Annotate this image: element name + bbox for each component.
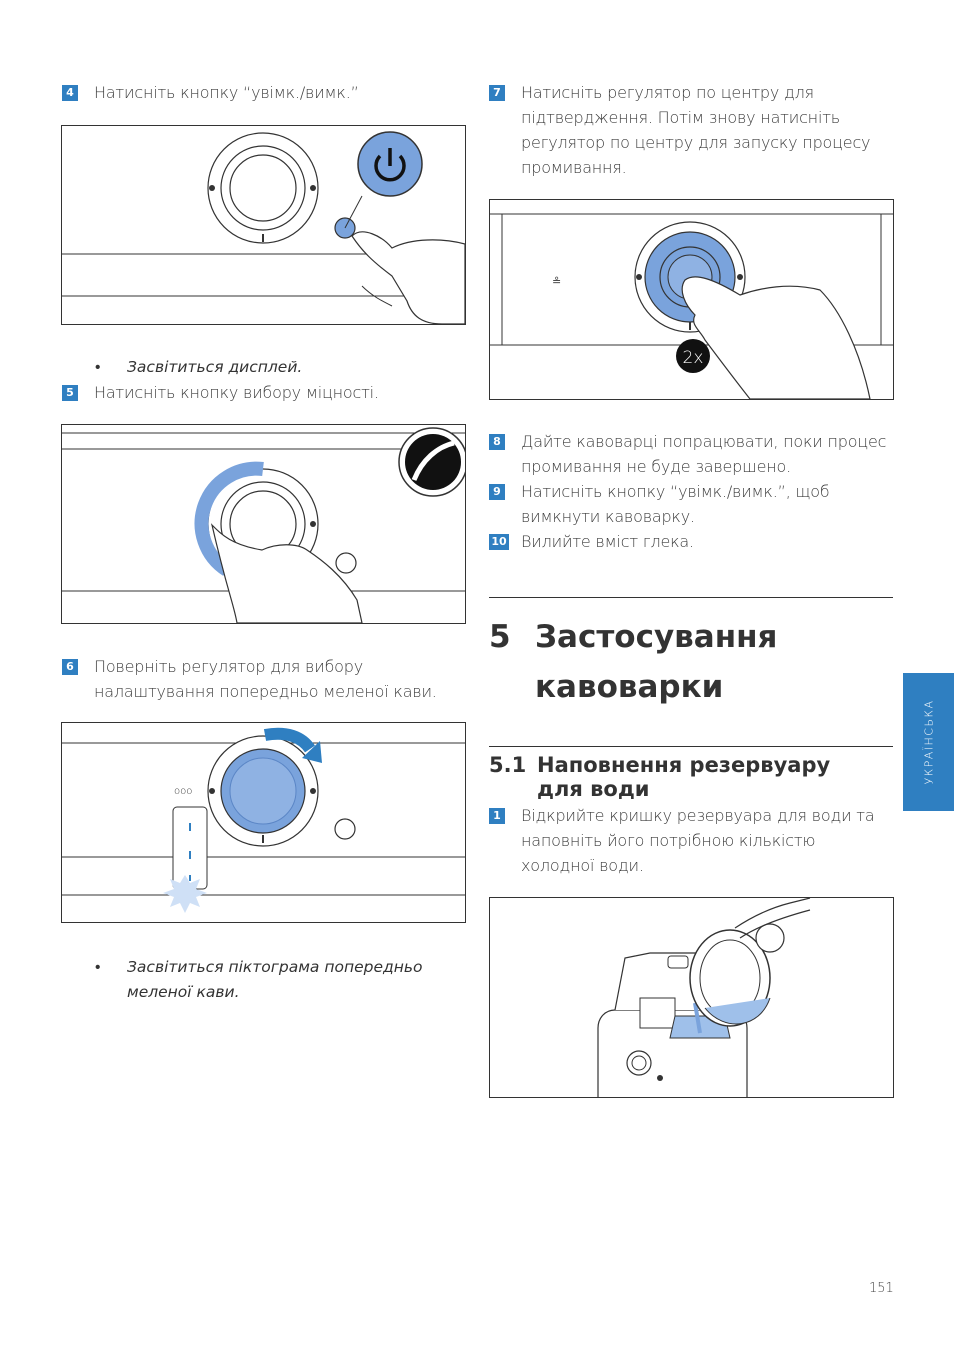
section-title-line1: Наповнення резервуару xyxy=(537,753,831,777)
step-text: Поверніть регулятор для вибору налаштува… xyxy=(94,657,437,701)
step-text: Вилийте вміст глека. xyxy=(521,532,694,551)
illustration-press-center: ≗ 2x xyxy=(489,199,894,400)
language-side-tab: УКРАЇНСЬКА xyxy=(903,673,954,811)
step-1: 1 Відкрийте кришку резервуара для води т… xyxy=(489,803,889,878)
illustration-power-button xyxy=(61,125,466,325)
section-number: 5.1 xyxy=(489,753,527,777)
chapter-title-line2: кавоварки xyxy=(535,669,724,705)
page-number: 151 xyxy=(869,1281,894,1296)
step-number: 7 xyxy=(489,85,505,101)
svg-text:ooo: ooo xyxy=(174,786,192,797)
step-number: 8 xyxy=(489,434,505,450)
chapter-divider xyxy=(489,597,893,598)
step-9: 9 Натисніть кнопку “увімк./вимк.”, щоб в… xyxy=(489,479,899,529)
section-heading: 5.1 Наповнення резервуару для води xyxy=(489,753,909,801)
step-text: Дайте кавоварці попрацювати, поки процес… xyxy=(521,432,887,476)
step-7: 7 Натисніть регулятор по центру для підт… xyxy=(489,80,899,180)
step-text: Натисніть кнопку вибору міцності. xyxy=(94,383,379,402)
section-title-line2: для води xyxy=(537,777,650,801)
step-number: 6 xyxy=(62,659,78,675)
bullet-display-lights: • Засвітиться дисплей. xyxy=(95,355,455,380)
step-number: 9 xyxy=(489,484,505,500)
step-text: Відкрийте кришку резервуара для води та … xyxy=(521,806,875,875)
step-text: Натисніть кнопку “увімк./вимк.”, щоб вим… xyxy=(521,482,830,526)
illustration-fill-water-tank xyxy=(489,897,894,1098)
chapter-title-line1: Застосування xyxy=(535,619,778,655)
bullet-ground-coffee-icon: • Засвітиться піктограма попередньо меле… xyxy=(95,955,455,1005)
svg-text:≗: ≗ xyxy=(552,275,561,288)
step-text: Натисніть кнопку “увімк./вимк.” xyxy=(94,83,359,102)
language-label: УКРАЇНСЬКА xyxy=(922,699,935,785)
badge-2x: 2x xyxy=(683,348,704,368)
step-8: 8 Дайте кавоварці попрацювати, поки проц… xyxy=(489,429,909,479)
step-number: 5 xyxy=(62,385,78,401)
illustration-rotate-dial: ooo xyxy=(61,722,466,923)
step-6: 6 Поверніть регулятор для вибору налашту… xyxy=(62,654,462,704)
step-5: 5 Натисніть кнопку вибору міцності. xyxy=(62,380,462,405)
chapter-heading: 5 Застосування кавоварки xyxy=(489,612,909,712)
step-number: 1 xyxy=(489,808,505,824)
step-10: 10 Вилийте вміст глека. xyxy=(489,529,899,554)
step-number: 10 xyxy=(489,534,509,550)
step-text: Натисніть регулятор по центру для підтве… xyxy=(521,83,871,177)
step-4: 4 Натисніть кнопку “увімк./вимк.” xyxy=(62,80,462,105)
bullet-text: Засвітиться піктограма попередньо мелено… xyxy=(127,958,423,1001)
chapter-number: 5 xyxy=(489,619,511,655)
step-number: 4 xyxy=(62,85,78,101)
illustration-strength-button xyxy=(61,424,466,624)
section-divider xyxy=(489,746,893,747)
bullet-text: Засвітиться дисплей. xyxy=(127,358,303,376)
